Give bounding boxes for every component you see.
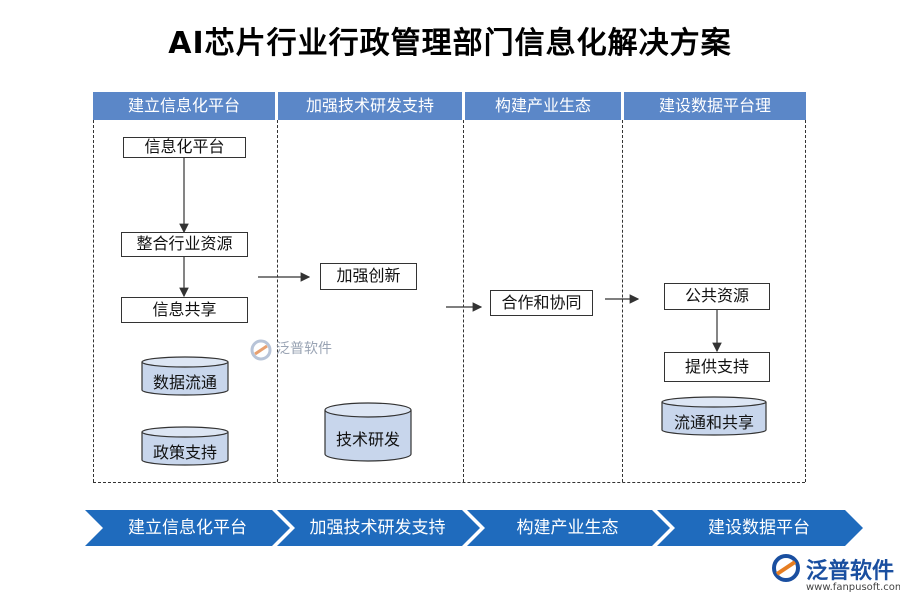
chevron-label-3: 构建产业生态: [516, 518, 619, 538]
watermark-logo-icon: [250, 339, 272, 361]
cylinder-label: 技术研发: [335, 430, 400, 449]
watermark-text: 泛普软件: [276, 341, 332, 357]
node-integrate-resources: 整合行业资源: [121, 232, 248, 257]
column-divider: [277, 120, 278, 482]
chevron-label-1: 建立信息化平台: [128, 518, 247, 538]
brand-logo-icon: [772, 554, 800, 582]
node-provide-support: 提供支持: [664, 352, 770, 382]
brand-name: 泛普软件: [806, 559, 895, 584]
column-divider: [805, 120, 806, 482]
cylinder-label: 数据流通: [152, 373, 217, 392]
cylinder-label: 政策支持: [152, 443, 217, 462]
node-cooperation-synergy: 合作和协同: [490, 290, 593, 316]
cylinder-tech-rnd: 技术研发: [324, 402, 412, 462]
column-header-1: 建立信息化平台: [93, 92, 275, 120]
cylinder-data-flow: 数据流通: [141, 356, 229, 396]
bottom-flow-band: [85, 510, 863, 546]
chevron-label-2: 加强技术研发支持: [309, 518, 446, 538]
chevron-step-3: [467, 510, 670, 546]
chevron-step-4: [657, 510, 863, 546]
column-header-2: 加强技术研发支持: [278, 92, 462, 120]
page-title: AI芯片行业行政管理部门信息化解决方案: [168, 26, 732, 61]
column-divider: [93, 120, 94, 482]
column-divider: [622, 120, 623, 482]
chevron-label-4: 建设数据平台: [708, 518, 810, 538]
column-divider: [463, 120, 464, 482]
cylinder-policy-support: 政策支持: [141, 426, 229, 466]
cylinder-label: 流通和共享: [673, 413, 754, 432]
grid-bottom-line: [93, 482, 805, 483]
node-information-platform: 信息化平台: [123, 137, 246, 158]
column-header-4: 建设数据平台理: [624, 92, 806, 120]
node-public-resources: 公共资源: [664, 283, 770, 310]
node-strengthen-innovation: 加强创新: [320, 263, 417, 290]
column-header-3: 构建产业生态: [465, 92, 621, 120]
chevron-step-1: [85, 510, 290, 546]
node-information-sharing: 信息共享: [121, 297, 248, 323]
chevron-step-2: [277, 510, 480, 546]
cylinder-flow-sharing: 流通和共享: [661, 396, 767, 436]
brand-url: www.fanpusoft.com: [806, 582, 900, 593]
